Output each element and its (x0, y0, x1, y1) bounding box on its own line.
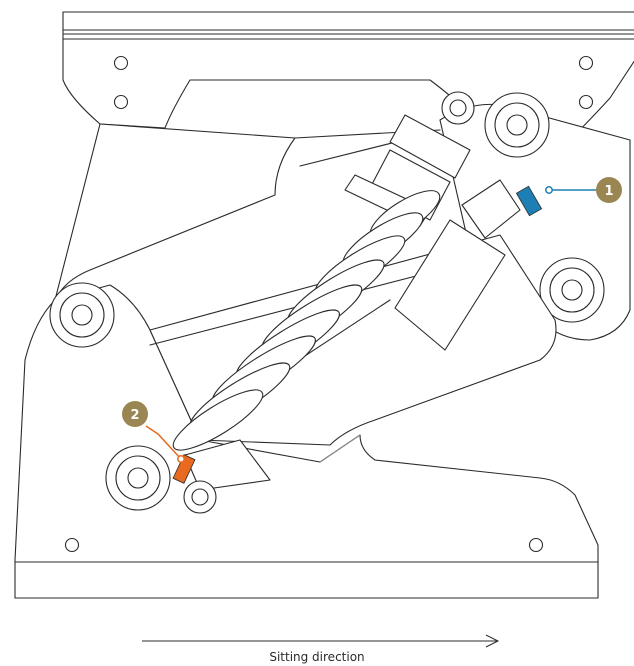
spring (172, 190, 441, 451)
callout-label-1: 1 (604, 184, 613, 199)
component-1-marker (515, 185, 543, 217)
callout-label-2: 2 (130, 408, 139, 423)
callout-1: 1 (515, 177, 622, 217)
shock-absorber (172, 91, 521, 514)
component-2-marker (172, 454, 196, 484)
callout-badge-1 (596, 177, 622, 203)
callout-2: 2 (122, 401, 196, 484)
callout-badge-2 (122, 401, 148, 427)
sitting-direction-caption: Sitting direction (269, 650, 365, 664)
top-plate (62, 11, 634, 151)
sitting-direction-arrow (142, 634, 500, 648)
lower-frame (14, 282, 599, 599)
right-arm (439, 92, 631, 341)
